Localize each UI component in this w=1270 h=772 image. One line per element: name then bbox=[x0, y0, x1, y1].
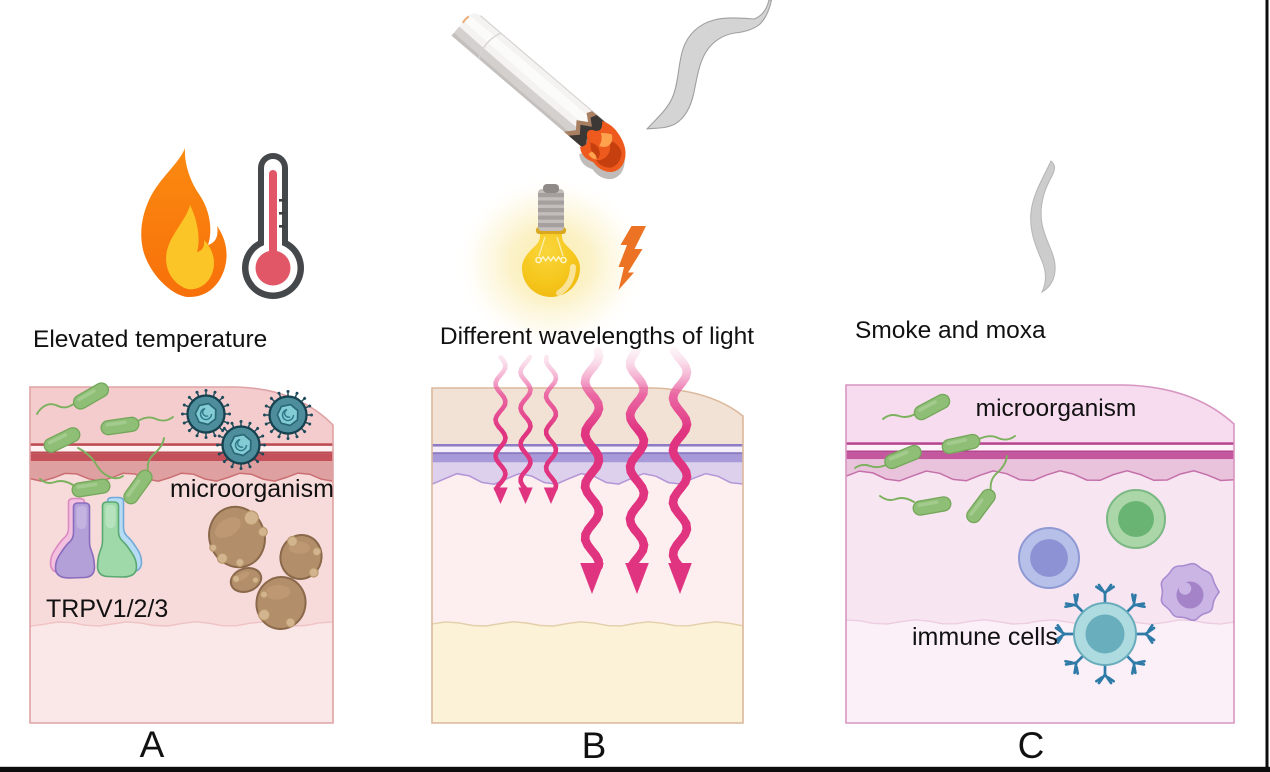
corneocyte-cell bbox=[255, 576, 307, 630]
lightning-bolt-icon bbox=[618, 226, 646, 290]
label-trpv: TRPV1/2/3 bbox=[46, 595, 168, 623]
immune-cell-with-antibodies bbox=[1054, 583, 1156, 685]
panel-a-content bbox=[36, 379, 323, 630]
panel-c-letter: C bbox=[1018, 725, 1045, 766]
bacterium-icon bbox=[879, 495, 953, 517]
virus-icon bbox=[263, 390, 313, 440]
bacterium-icon bbox=[854, 442, 924, 472]
light-arrow-deep bbox=[668, 346, 692, 571]
corneocyte-cell bbox=[279, 534, 323, 580]
moxa-stick-icon bbox=[451, 13, 626, 180]
light-arrow-deep bbox=[580, 346, 604, 571]
skin-cross-section-b bbox=[431, 387, 744, 724]
trpv-channel-purple bbox=[49, 497, 96, 579]
light-wavelength-arrows bbox=[493, 346, 692, 594]
lymphocyte-green-cell bbox=[1106, 489, 1166, 549]
label-microorganism-a: microorganism bbox=[170, 475, 334, 503]
bacterium-icon bbox=[99, 415, 174, 437]
panel-b-letter: B bbox=[582, 725, 607, 766]
bacterium-icon bbox=[963, 455, 1008, 527]
bacterium-icon bbox=[36, 379, 112, 415]
panel-a-heading: Elevated temperature bbox=[33, 326, 267, 353]
bacterium-icon bbox=[882, 391, 953, 423]
light-arrow-deep bbox=[625, 346, 649, 571]
bacterium-icon bbox=[41, 424, 124, 480]
corneocyte-cell bbox=[208, 505, 268, 569]
light-arrow-short bbox=[493, 354, 508, 492]
bulb-screw-base bbox=[538, 184, 564, 231]
lymphocyte-blue-cell bbox=[1018, 527, 1080, 589]
bacterium-icon bbox=[39, 477, 112, 499]
smoke-plume-icon bbox=[646, 0, 773, 130]
panel-a-letter: A bbox=[140, 724, 165, 765]
bacterium-icon bbox=[120, 437, 165, 508]
bacterium-icon bbox=[940, 432, 1016, 456]
trpv-channel-green bbox=[96, 496, 143, 578]
corneocyte-cell bbox=[229, 567, 263, 593]
panel-c-content bbox=[854, 391, 1221, 685]
light-arrow-short bbox=[543, 354, 559, 492]
thermometer-icon bbox=[242, 153, 304, 299]
virus-icon bbox=[216, 420, 266, 470]
smoke-wisp-icon bbox=[1030, 160, 1056, 294]
monocyte-purple-cell bbox=[1160, 562, 1221, 622]
panel-b-heading: Different wavelengths of light bbox=[440, 323, 754, 350]
virus-icon bbox=[181, 389, 231, 439]
label-microorganism-c: microorganism bbox=[976, 395, 1137, 422]
lightbulb-icon bbox=[458, 178, 644, 348]
label-immune-cells: immune cells bbox=[912, 623, 1058, 651]
flame-icon bbox=[141, 148, 227, 298]
light-arrow-short bbox=[518, 354, 533, 492]
panel-c-heading: Smoke and moxa bbox=[855, 317, 1046, 344]
burning-tip bbox=[563, 111, 626, 180]
